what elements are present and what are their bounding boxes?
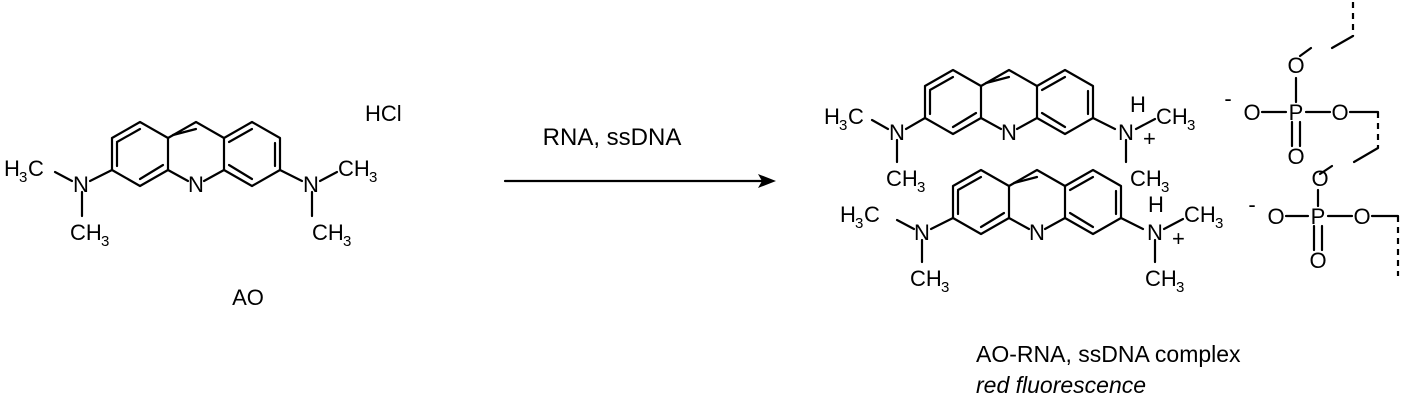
phosphate2-o-right: O bbox=[1353, 204, 1370, 229]
svg-text:3: 3 bbox=[1176, 279, 1184, 296]
product-caption: AO-RNA, ssDNA complex bbox=[976, 341, 1241, 367]
upper-proton-label: H bbox=[1130, 92, 1146, 117]
phosphate1-o-double: O bbox=[1287, 144, 1304, 169]
lower-amine-nitrogen-left: N bbox=[914, 220, 930, 245]
phosphate-backbone bbox=[1260, 2, 1400, 276]
svg-text:3: 3 bbox=[19, 169, 27, 186]
svg-text:3: 3 bbox=[1187, 117, 1195, 134]
phosphate2-o-left: O bbox=[1267, 204, 1284, 229]
ring-nitrogen-label: N bbox=[188, 172, 204, 197]
arrow-conditions: RNA, ssDNA bbox=[543, 124, 682, 151]
svg-text:CH: CH bbox=[1184, 202, 1216, 227]
amine-nitrogen-right: N bbox=[303, 172, 319, 197]
svg-text:3: 3 bbox=[369, 169, 377, 186]
svg-text:CH: CH bbox=[1130, 166, 1162, 191]
hcl-label: HCl bbox=[365, 101, 402, 126]
acridine-orange-structure bbox=[53, 120, 339, 218]
phosphate1-o-top: O bbox=[1287, 53, 1304, 78]
svg-text:C: C bbox=[864, 202, 880, 227]
svg-text:H: H bbox=[840, 202, 856, 227]
svg-text:3: 3 bbox=[941, 279, 949, 296]
svg-text:CH: CH bbox=[1145, 266, 1177, 291]
svg-text:3: 3 bbox=[855, 215, 863, 232]
svg-text:3: 3 bbox=[839, 117, 847, 134]
svg-text:C: C bbox=[28, 156, 44, 181]
phosphate2-minus: - bbox=[1248, 192, 1255, 217]
upper-acridine-structure bbox=[870, 68, 1157, 164]
svg-text:3: 3 bbox=[343, 233, 351, 250]
svg-text:3: 3 bbox=[917, 179, 925, 196]
svg-text:H: H bbox=[824, 104, 840, 129]
svg-text:CH: CH bbox=[1156, 104, 1188, 129]
svg-text:3: 3 bbox=[101, 233, 109, 250]
lower-plus-charge: + bbox=[1172, 226, 1185, 251]
reactant-name: AO bbox=[232, 285, 264, 310]
svg-text:H: H bbox=[4, 156, 20, 181]
svg-text:CH: CH bbox=[910, 266, 942, 291]
amine-nitrogen-left: N bbox=[73, 172, 89, 197]
phosphate1-o-left: O bbox=[1243, 100, 1260, 125]
upper-amine-nitrogen-right: N bbox=[1118, 120, 1134, 145]
phosphate1-o-right: O bbox=[1331, 100, 1348, 125]
svg-text:CH: CH bbox=[886, 166, 918, 191]
phosphate2-o-top: O bbox=[1311, 166, 1328, 191]
svg-text:CH: CH bbox=[338, 156, 370, 181]
svg-text:CH: CH bbox=[312, 220, 344, 245]
svg-text:CH: CH bbox=[70, 220, 102, 245]
upper-amine-nitrogen-left: N bbox=[889, 120, 905, 145]
upper-plus-charge: + bbox=[1143, 126, 1156, 151]
svg-text:C: C bbox=[848, 104, 864, 129]
phosphate2-p: P bbox=[1311, 204, 1326, 229]
lower-proton-label: H bbox=[1148, 192, 1164, 217]
phosphate1-minus: - bbox=[1224, 86, 1231, 111]
lower-acridine-structure bbox=[895, 168, 1185, 264]
lower-amine-nitrogen-right: N bbox=[1147, 220, 1163, 245]
upper-ring-nitrogen: N bbox=[1001, 120, 1017, 145]
phosphate2-o-double: O bbox=[1309, 248, 1326, 273]
reaction-arrow bbox=[503, 174, 776, 188]
svg-text:3: 3 bbox=[1215, 215, 1223, 232]
product-fluorescence-note: red fluorescence bbox=[976, 372, 1146, 398]
lower-ring-nitrogen: N bbox=[1029, 220, 1045, 245]
svg-text:3: 3 bbox=[1161, 179, 1169, 196]
phosphate1-p: P bbox=[1289, 100, 1304, 125]
